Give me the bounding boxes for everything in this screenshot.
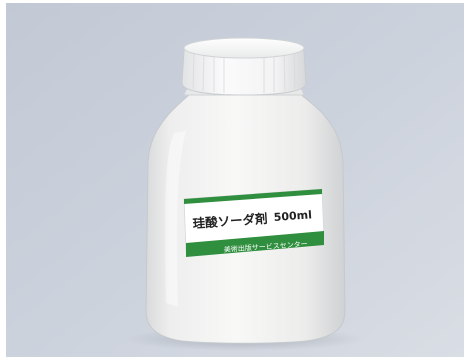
bottle-cap-top xyxy=(183,37,305,59)
label-top-stripe xyxy=(184,189,322,204)
bottle-highlight xyxy=(165,131,186,307)
product-volume-label: 500ml xyxy=(273,208,312,224)
product-name-label: 珪酸ソーダ剤 xyxy=(192,211,268,231)
label-band xyxy=(186,231,324,257)
cap-ridges xyxy=(192,51,296,93)
product-photo: 珪酸ソーダ剤 500ml 美術出版サービスセンター xyxy=(6,3,464,357)
